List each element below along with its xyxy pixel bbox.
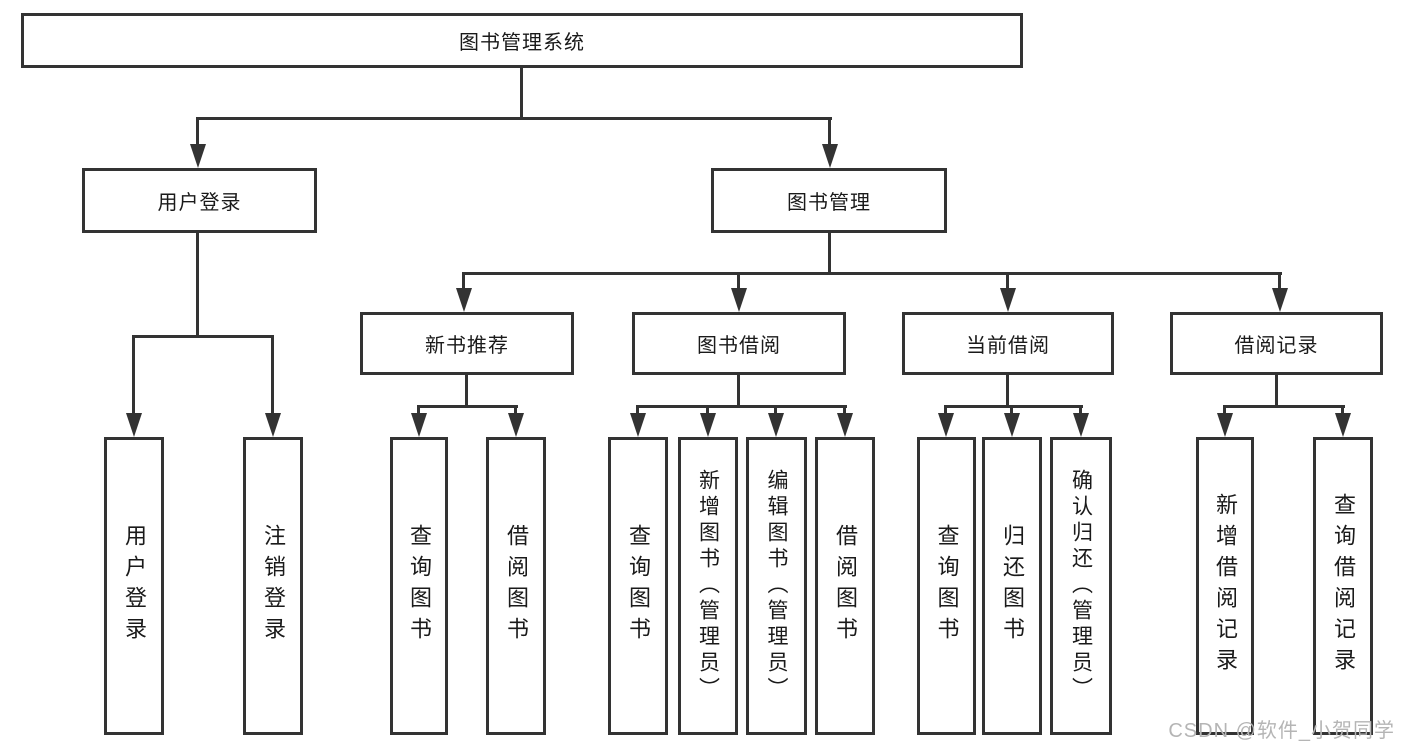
arrowhead-leaf-user-login <box>126 413 142 437</box>
connector-drop-bb-edit <box>774 405 777 417</box>
leaf-cb-confirm-return-admin-label: 确认归还（管理员） <box>1069 469 1093 703</box>
leaf-user-login-label: 用户登录 <box>122 524 147 648</box>
node-book-mgmt: 图书管理 <box>711 168 947 233</box>
connector-drop-leaf-logout <box>271 335 274 415</box>
arrowhead-cb-return <box>1004 413 1020 437</box>
arrowhead-borrow-records <box>1272 288 1288 312</box>
connector-drop-br-add <box>1223 405 1226 417</box>
leaf-br-query-record-label: 查询借阅记录 <box>1331 493 1356 679</box>
connector-drop-leaf-user-login <box>132 335 135 415</box>
leaf-cb-return-books: 归还图书 <box>982 437 1042 735</box>
leaf-br-add-record-label: 新增借阅记录 <box>1213 493 1238 679</box>
arrowhead-user-login <box>190 144 206 168</box>
arrowhead-book-mgmt <box>822 144 838 168</box>
connector-current-borrow-bar <box>944 405 1083 408</box>
connector-borrow-records-stem <box>1275 375 1278 406</box>
arrowhead-br-add <box>1217 413 1233 437</box>
leaf-bb-add-books-admin-label: 新增图书（管理员） <box>696 469 720 703</box>
arrowhead-book-borrow <box>731 288 747 312</box>
connector-drop-cb-query <box>944 405 947 417</box>
leaf-bb-add-books-admin: 新增图书（管理员） <box>678 437 738 735</box>
leaf-bb-query-books: 查询图书 <box>608 437 668 735</box>
arrowhead-bb-query <box>630 413 646 437</box>
leaf-logout: 注销登录 <box>243 437 303 735</box>
connector-drop-bb-add <box>706 405 709 417</box>
leaf-br-add-record: 新增借阅记录 <box>1196 437 1254 735</box>
arrowhead-bb-add <box>700 413 716 437</box>
leaf-user-login: 用户登录 <box>104 437 164 735</box>
node-book-borrow-label: 图书借阅 <box>697 335 781 357</box>
connector-book-borrow-bar <box>636 405 847 408</box>
connector-drop-cb-return <box>1010 405 1013 417</box>
connector-drop-user-login <box>196 117 199 146</box>
leaf-rec-query-books: 查询图书 <box>390 437 448 735</box>
node-user-login-label: 用户登录 <box>157 192 242 214</box>
node-borrow-records: 借阅记录 <box>1170 312 1383 375</box>
node-current-borrow-label: 当前借阅 <box>966 335 1050 357</box>
node-current-borrow: 当前借阅 <box>902 312 1114 375</box>
connector-root-stem <box>520 68 523 118</box>
leaf-bb-borrow-books-label: 借阅图书 <box>833 524 858 648</box>
node-borrow-records-label: 借阅记录 <box>1234 335 1319 357</box>
leaf-bb-query-books-label: 查询图书 <box>626 524 651 648</box>
arrowhead-bb-edit <box>768 413 784 437</box>
connector-drop-rec-borrow <box>514 405 517 417</box>
node-root-label: 图书管理系统 <box>459 32 585 54</box>
connector-book-mgmt-stem <box>828 233 831 274</box>
connector-book-borrow-stem <box>737 375 740 406</box>
node-book-borrow: 图书借阅 <box>632 312 846 375</box>
connector-drop-book-borrow <box>737 272 740 290</box>
arrowhead-rec-borrow <box>508 413 524 437</box>
arrowhead-cb-confirm <box>1073 413 1089 437</box>
connector-drop-current-borrow <box>1006 272 1009 290</box>
connector-current-borrow-stem <box>1006 375 1009 406</box>
connector-level3-bar <box>462 272 1282 275</box>
node-book-mgmt-label: 图书管理 <box>787 192 871 214</box>
arrowhead-bb-borrow <box>837 413 853 437</box>
arrowhead-current-borrow <box>1000 288 1016 312</box>
arrowhead-br-query <box>1335 413 1351 437</box>
leaf-cb-query-books: 查询图书 <box>917 437 976 735</box>
arrowhead-cb-query <box>938 413 954 437</box>
connector-drop-new-book-rec <box>462 272 465 290</box>
arrowhead-rec-query <box>411 413 427 437</box>
arrowhead-leaf-logout <box>265 413 281 437</box>
connector-drop-bb-query <box>636 405 639 417</box>
connector-level2-bar <box>196 117 832 120</box>
connector-new-book-rec-stem <box>465 375 468 406</box>
connector-drop-bb-borrow <box>843 405 846 417</box>
node-user-login: 用户登录 <box>82 168 317 233</box>
leaf-cb-query-books-label: 查询图书 <box>934 524 960 648</box>
connector-user-login-stem <box>196 233 199 338</box>
leaf-rec-query-books-label: 查询图书 <box>407 524 432 648</box>
leaf-logout-label: 注销登录 <box>261 524 286 648</box>
connector-borrow-records-bar <box>1223 405 1345 408</box>
arrowhead-new-book-rec <box>456 288 472 312</box>
node-root: 图书管理系统 <box>21 13 1023 68</box>
node-new-book-rec: 新书推荐 <box>360 312 574 375</box>
leaf-rec-borrow-books-label: 借阅图书 <box>504 524 529 648</box>
connector-user-login-bar <box>132 335 274 338</box>
connector-drop-rec-query <box>417 405 420 417</box>
csdn-watermark: CSDN @软件_小贺同学 <box>1168 720 1395 742</box>
leaf-cb-return-books-label: 归还图书 <box>1000 524 1025 648</box>
leaf-cb-confirm-return-admin: 确认归还（管理员） <box>1050 437 1112 735</box>
connector-drop-borrow-records <box>1278 272 1281 290</box>
connector-drop-book-mgmt <box>828 117 831 146</box>
leaf-rec-borrow-books: 借阅图书 <box>486 437 546 735</box>
leaf-br-query-record: 查询借阅记录 <box>1313 437 1373 735</box>
node-new-book-rec-label: 新书推荐 <box>425 335 509 357</box>
leaf-bb-borrow-books: 借阅图书 <box>815 437 875 735</box>
leaf-bb-edit-books-admin-label: 编辑图书（管理员） <box>765 469 788 703</box>
leaf-bb-edit-books-admin: 编辑图书（管理员） <box>746 437 807 735</box>
connector-drop-br-query <box>1341 405 1344 417</box>
connector-new-book-rec-bar <box>417 405 518 408</box>
connector-drop-cb-confirm <box>1079 405 1082 417</box>
